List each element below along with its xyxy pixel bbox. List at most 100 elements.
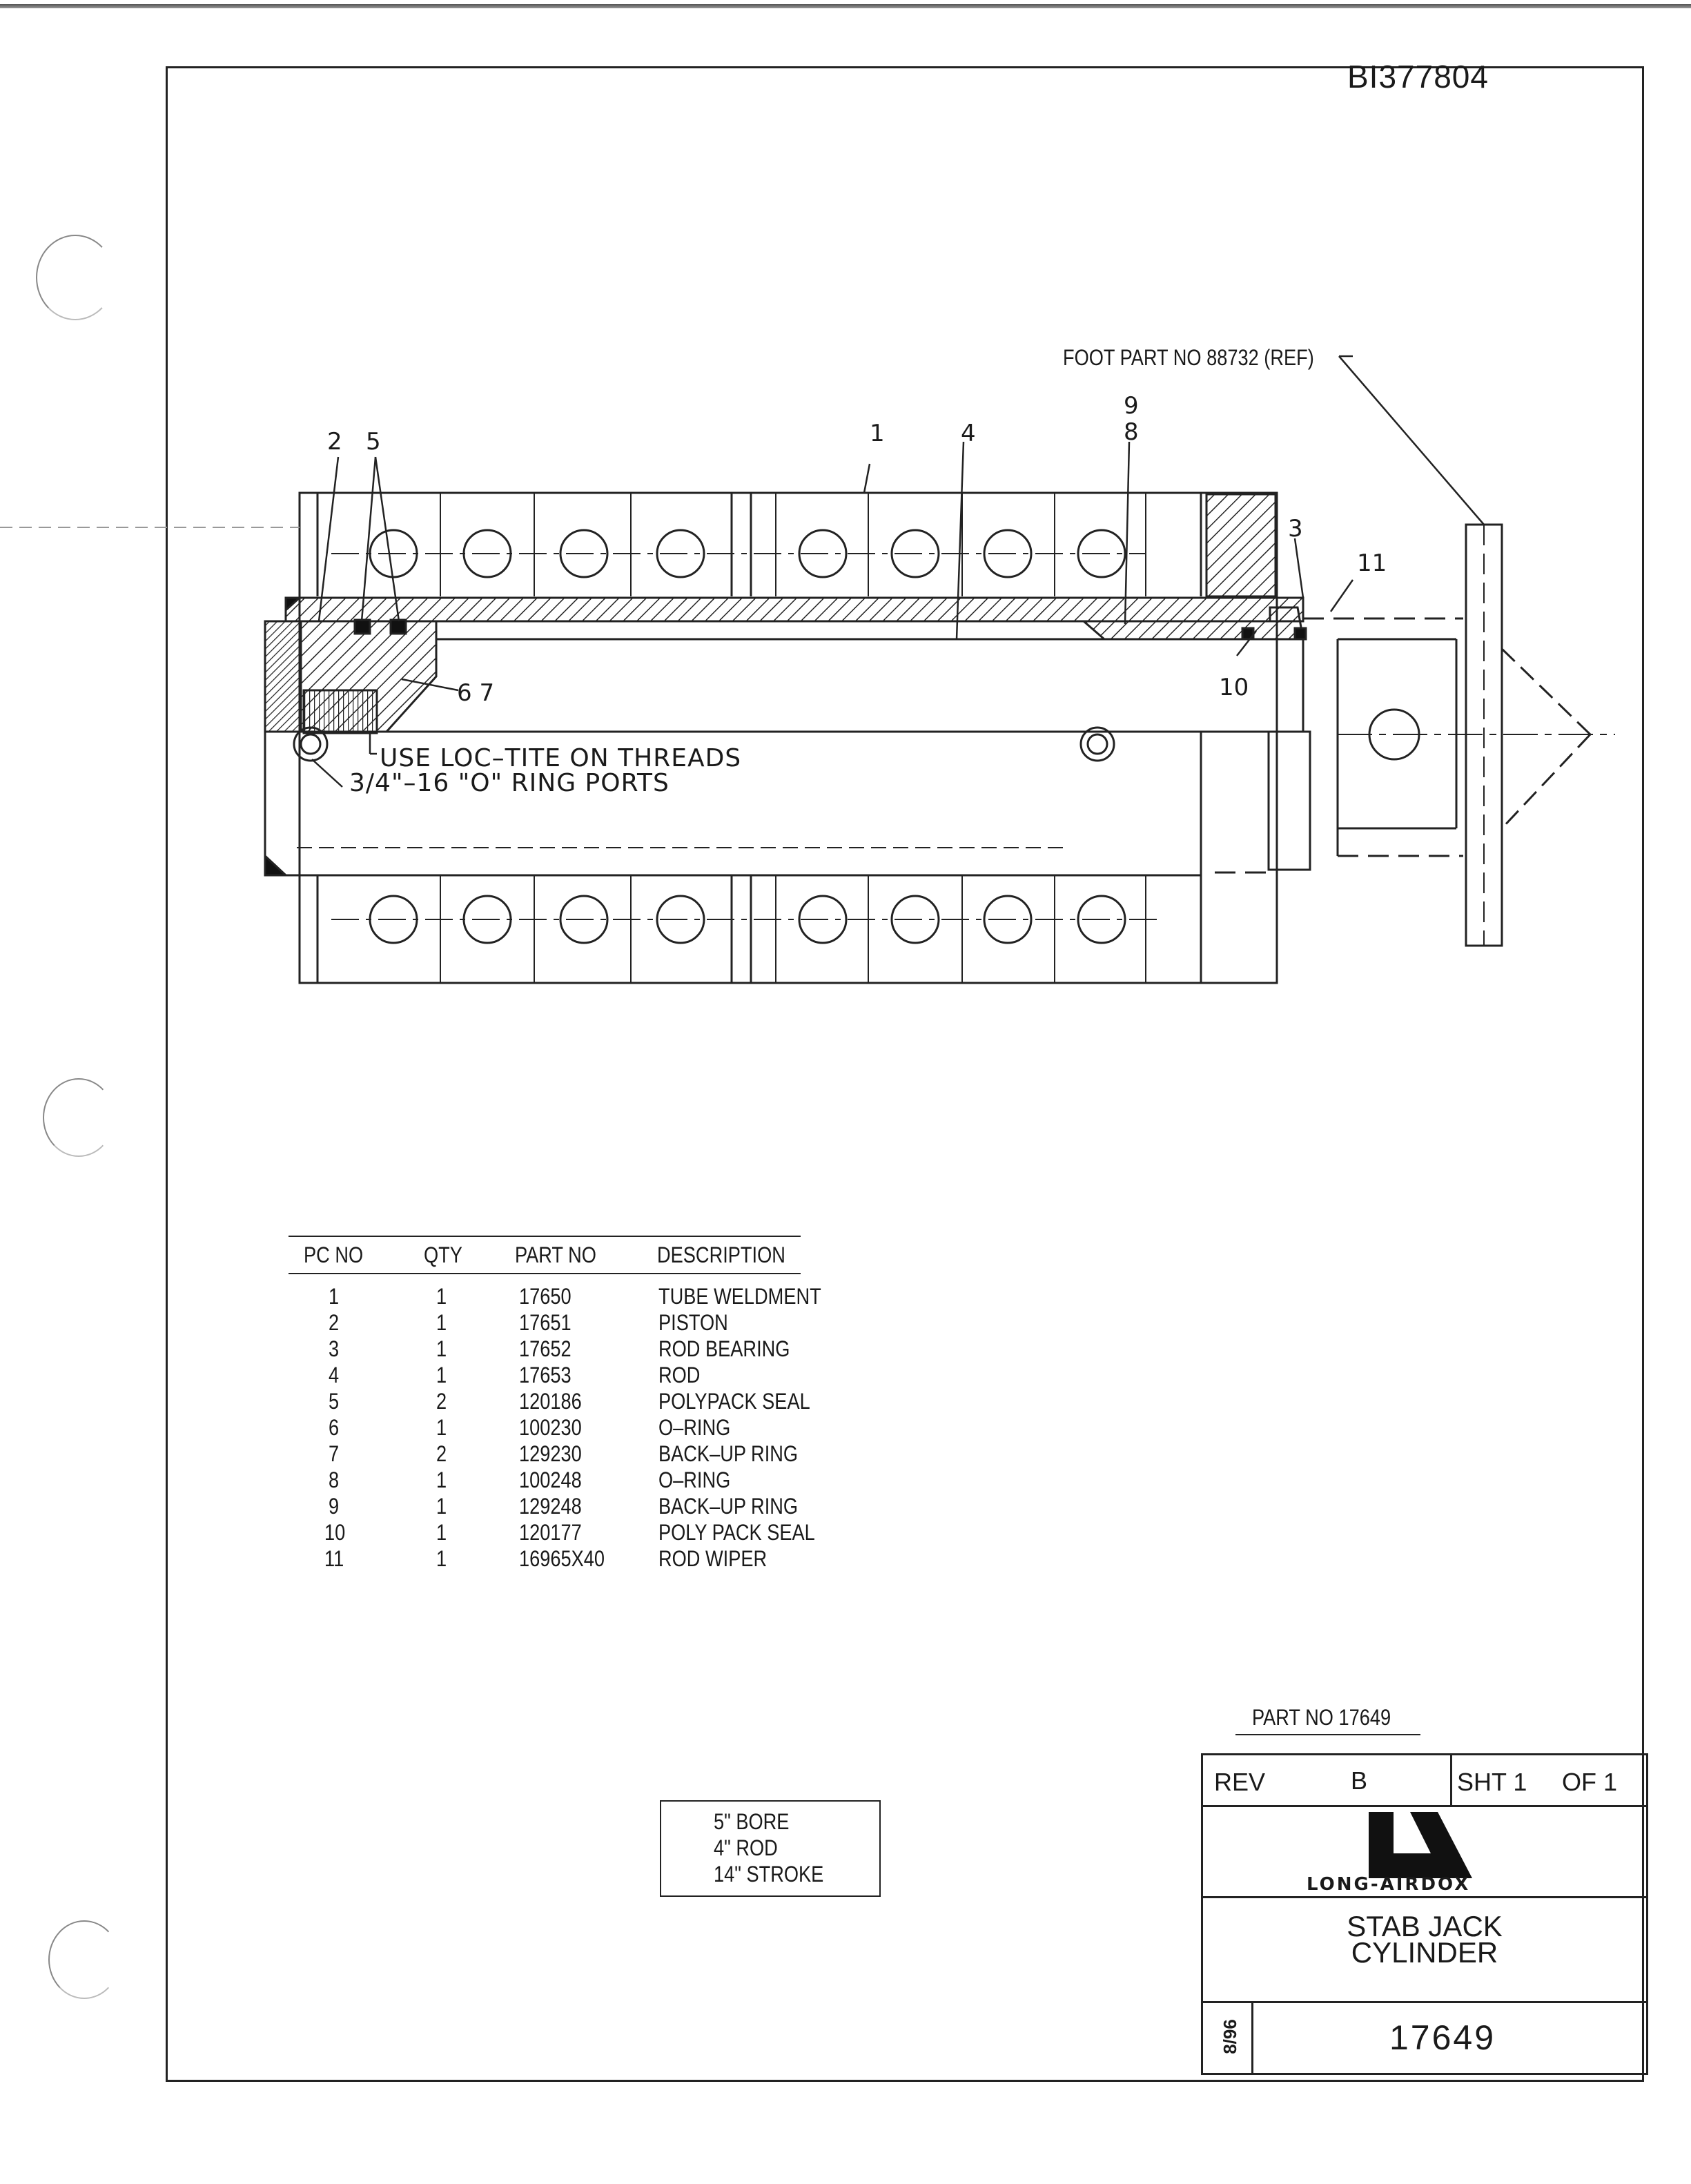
qty: 1 [436, 1310, 447, 1335]
table-row: 6 1 100230 O–RING [289, 1415, 841, 1441]
title-block-divider [1450, 1755, 1452, 1805]
sheet-number: SHT 1 [1457, 1768, 1527, 1796]
oring-ports-note: 3/4"–16 "O" RING PORTS [349, 769, 669, 797]
description: POLYPACK SEAL [658, 1389, 810, 1414]
binder-hole-middle [43, 1078, 115, 1157]
part-no: 16965X40 [519, 1546, 605, 1571]
spec-rod: 4" ROD [714, 1835, 778, 1860]
description: PISTON [658, 1310, 728, 1335]
qty: 1 [436, 1520, 447, 1545]
header-pc-no: PC NO [304, 1242, 364, 1267]
part-no: 17653 [519, 1363, 571, 1387]
pc-no: 6 [329, 1415, 340, 1440]
rev-value: B [1351, 1766, 1368, 1795]
spec-bore: 5" BORE [714, 1809, 790, 1834]
part-no: 100230 [519, 1415, 582, 1440]
foot-reference [1215, 523, 1615, 947]
callout-10: 10 [1219, 674, 1249, 701]
qty: 1 [436, 1284, 447, 1309]
part-no: 120177 [519, 1520, 582, 1545]
pc-no: 5 [329, 1389, 340, 1414]
description: BACK–UP RING [658, 1494, 799, 1519]
title-block-divider [1251, 2001, 1253, 2073]
table-row: 7 2 129230 BACK–UP RING [289, 1441, 841, 1468]
pc-no: 8 [329, 1468, 340, 1492]
pc-no: 7 [329, 1441, 340, 1466]
header-qty: QTY [424, 1242, 462, 1267]
pc-no: 11 [324, 1546, 344, 1571]
description: O–RING [658, 1468, 731, 1492]
part-no: 129230 [519, 1441, 582, 1466]
parts-table-top-rule [289, 1236, 801, 1237]
qty: 1 [436, 1546, 447, 1571]
part-no: 17650 [519, 1284, 571, 1309]
part-no: 17652 [519, 1336, 571, 1361]
binder-hole-top [36, 235, 115, 320]
binder-hole-bottom [48, 1920, 120, 1999]
pc-no: 3 [329, 1336, 340, 1361]
table-row: 9 1 129248 BACK–UP RING [289, 1494, 841, 1520]
qty: 1 [436, 1468, 447, 1492]
qty: 1 [436, 1415, 447, 1440]
leader-lines [311, 355, 1485, 788]
part-no: 100248 [519, 1468, 582, 1492]
pc-no: 2 [329, 1310, 340, 1335]
callout-6-7: 6 7 [457, 679, 495, 707]
drawing-title-line2: CYLINDER [1351, 1936, 1498, 1969]
description: ROD [658, 1363, 701, 1387]
scan-top-edge [0, 4, 1691, 8]
document-id: BI377804 [1347, 59, 1489, 95]
table-row: 1 1 17650 TUBE WELDMENT [289, 1284, 841, 1310]
description: ROD BEARING [658, 1336, 790, 1361]
loctite-note: USE LOC–TITE ON THREADS [380, 744, 742, 772]
table-row: 11 1 16965X40 ROD WIPER [289, 1546, 841, 1572]
qty: 1 [436, 1363, 447, 1387]
title-block-divider [1203, 2001, 1646, 2003]
foot-part-reference: FOOT PART NO 88732 (REF) [1063, 345, 1314, 370]
table-row: 4 1 17653 ROD [289, 1363, 841, 1389]
cylinder-spec-box: 5" BORE 4" ROD 14" STROKE [660, 1800, 881, 1897]
pc-no: 4 [329, 1363, 340, 1387]
title-block: REV B SHT 1 OF 1 LONG-AIRDOX STAB JACK C… [1201, 1753, 1648, 2075]
company-logo-icon [1369, 1812, 1472, 1878]
drawing-title-line1: STAB JACK [1347, 1910, 1503, 1942]
part-number-underline [1235, 1734, 1420, 1735]
spec-stroke: 14" STROKE [714, 1862, 824, 1886]
qty: 1 [436, 1494, 447, 1519]
sheet-total: OF 1 [1562, 1768, 1618, 1796]
title-block-divider [1203, 1805, 1646, 1807]
drawing-frame [166, 66, 1644, 2082]
qty: 2 [436, 1389, 447, 1414]
callout-9: 9 [1124, 392, 1139, 420]
qty: 2 [436, 1441, 447, 1466]
callout-4: 4 [961, 420, 976, 447]
callout-11: 11 [1357, 549, 1387, 577]
pc-no: 9 [329, 1494, 340, 1519]
drawing-date: 8/96 [1219, 2019, 1240, 2054]
description: ROD WIPER [658, 1546, 768, 1571]
company-name: LONG-AIRDOX [1307, 1874, 1471, 1895]
description: TUBE WELDMENT [658, 1284, 821, 1309]
table-row: 3 1 17652 ROD BEARING [289, 1336, 841, 1363]
description: O–RING [658, 1415, 731, 1440]
part-no: 120186 [519, 1389, 582, 1414]
pc-no: 10 [324, 1520, 346, 1545]
table-row: 10 1 120177 POLY PACK SEAL [289, 1520, 841, 1546]
table-row: 5 2 120186 POLYPACK SEAL [289, 1389, 841, 1415]
part-number-label: PART NO 17649 [1252, 1705, 1391, 1730]
parts-table-header-rule [289, 1273, 801, 1274]
callout-3: 3 [1288, 515, 1303, 543]
callout-8: 8 [1124, 418, 1139, 446]
description: BACK–UP RING [658, 1441, 799, 1466]
upper-bolt-holes [331, 529, 1146, 578]
title-block-divider [1203, 1896, 1646, 1898]
cylinder-body [0, 491, 1311, 984]
qty: 1 [436, 1336, 447, 1361]
description: POLY PACK SEAL [658, 1520, 815, 1545]
part-no: 17651 [519, 1310, 571, 1335]
rev-label: REV [1214, 1768, 1266, 1796]
callout-2: 2 [327, 428, 342, 456]
table-row: 8 1 100248 O–RING [289, 1468, 841, 1494]
lower-bolt-holes [331, 895, 1160, 944]
